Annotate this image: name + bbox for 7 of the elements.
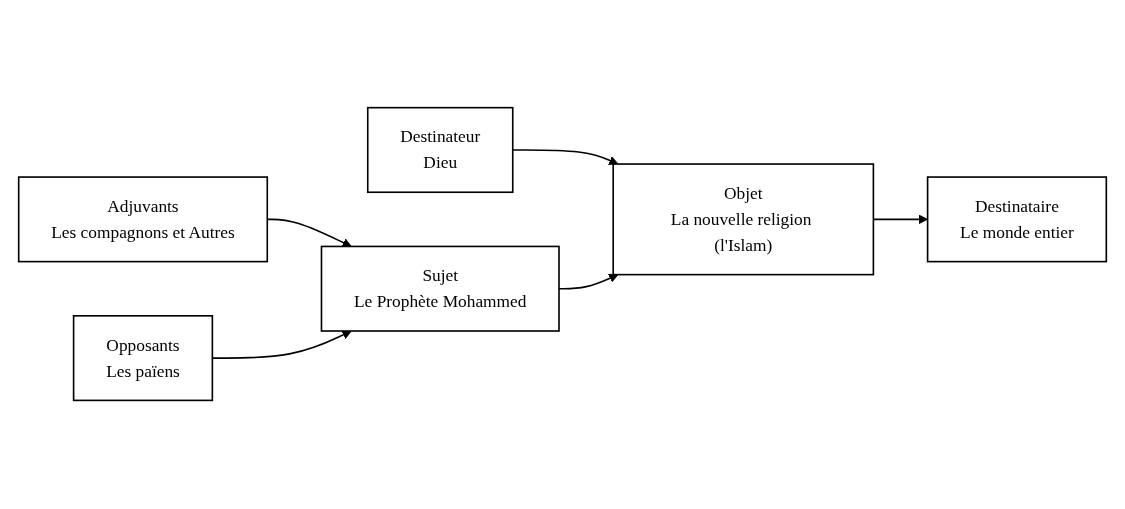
node-box: Destinateur Dieu	[366, 107, 514, 194]
node-box: Destinataire Le monde entier	[926, 176, 1108, 263]
node-box: Opposants Les païens	[72, 315, 214, 402]
arrow	[558, 274, 619, 290]
node-box: Adjuvants Les compagnons et Autres	[17, 176, 269, 263]
node-box: Sujet Le Prophète Mohammed	[320, 246, 560, 333]
node-box: Objet La nouvelle religion (l'Islam)	[612, 163, 875, 276]
